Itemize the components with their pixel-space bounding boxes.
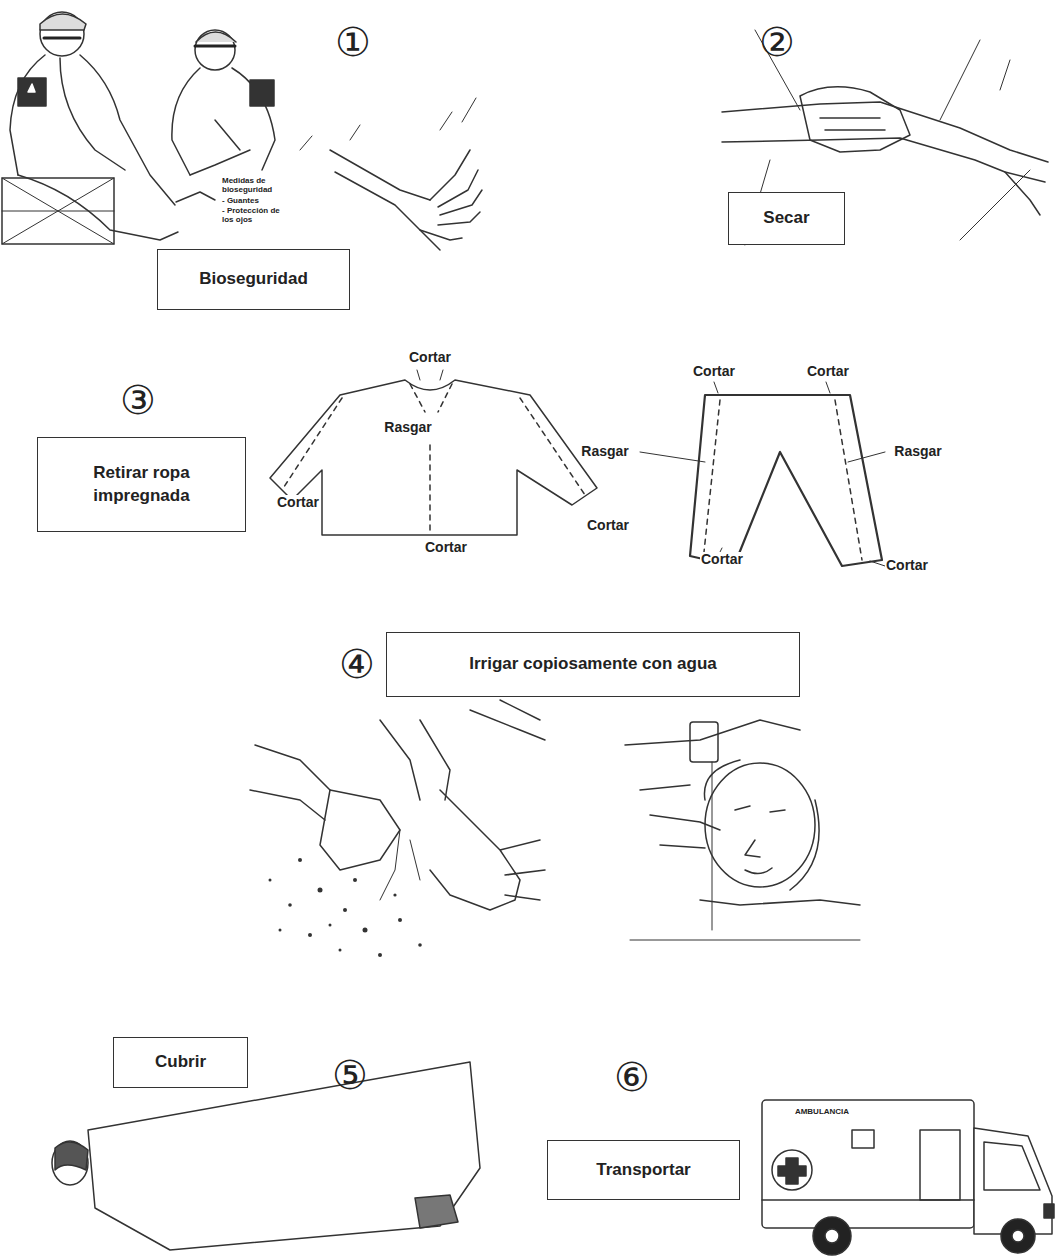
instruction-label: Rasgar xyxy=(580,444,629,459)
instruction-label: Cortar xyxy=(276,495,320,510)
instruction-label: Cortar xyxy=(692,364,736,379)
instruction-label: Cortar xyxy=(806,364,850,379)
instruction-label: Cortar xyxy=(700,552,744,567)
callout-number: ⑤ xyxy=(332,1053,368,1097)
step-box: Transportar xyxy=(547,1140,740,1200)
note-text: - Protección de los ojos xyxy=(222,206,284,224)
step-box: Cubrir xyxy=(113,1037,248,1088)
note-text: - Guantes xyxy=(222,196,284,205)
instruction-label: Cortar xyxy=(408,350,452,365)
instruction-label: Cortar xyxy=(424,540,468,555)
callout-number: ② xyxy=(759,20,795,64)
instruction-label: Cortar xyxy=(586,518,630,533)
step-box: Secar xyxy=(728,192,845,245)
covered-person xyxy=(52,1062,480,1250)
callout-number: ③ xyxy=(120,378,156,422)
ambulance xyxy=(762,1100,1054,1255)
pants-outline xyxy=(640,382,885,566)
vehicle-text: AMBULANCIA xyxy=(794,1108,850,1117)
instruction-label: Rasgar xyxy=(383,420,432,435)
injured-hand xyxy=(300,98,482,250)
instruction-label: Cortar xyxy=(885,558,929,573)
face-irrigation xyxy=(625,720,860,940)
step-label: Retirar ropa impregnada xyxy=(48,462,235,508)
irrigation-arm xyxy=(250,700,545,957)
bench xyxy=(2,178,114,244)
step-label: Cubrir xyxy=(155,1051,206,1074)
step-label: Transportar xyxy=(596,1159,690,1182)
shirt-outline xyxy=(270,370,597,535)
step-label: Bioseguridad xyxy=(199,268,308,291)
step-box: Irrigar copiosamente con agua xyxy=(386,632,800,697)
step-box: Retirar ropa impregnada xyxy=(37,437,246,532)
callout-number: ④ xyxy=(339,642,375,686)
step-label: Irrigar copiosamente con agua xyxy=(469,653,717,676)
note-text: Medidas de bioseguridad xyxy=(222,176,284,194)
callout-number: ① xyxy=(335,20,371,64)
step-label: Secar xyxy=(763,207,809,230)
step-box: Bioseguridad xyxy=(157,249,350,310)
instruction-label: Rasgar xyxy=(893,444,942,459)
callout-number: ⑥ xyxy=(614,1055,650,1099)
